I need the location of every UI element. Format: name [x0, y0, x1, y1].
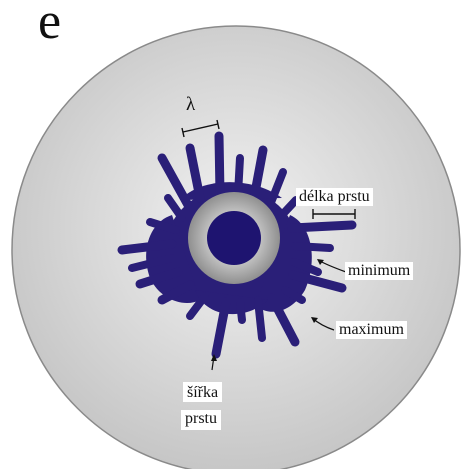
finger — [292, 225, 352, 228]
finger — [258, 300, 262, 338]
label-minimum: minimum — [345, 262, 413, 280]
finger — [295, 246, 330, 248]
finger — [122, 244, 172, 250]
label-finger-width-line2: prstu — [181, 410, 221, 430]
finger — [219, 136, 220, 194]
label-finger-length: délka prstu — [296, 188, 373, 206]
panel-letter: e — [38, 0, 61, 48]
finger — [238, 158, 240, 194]
label-wavelength: λ — [186, 96, 195, 114]
dark-core — [207, 211, 261, 265]
label-finger-width-line1: šířka — [183, 382, 222, 402]
finger — [240, 302, 242, 320]
label-maximum: maximum — [336, 321, 407, 339]
